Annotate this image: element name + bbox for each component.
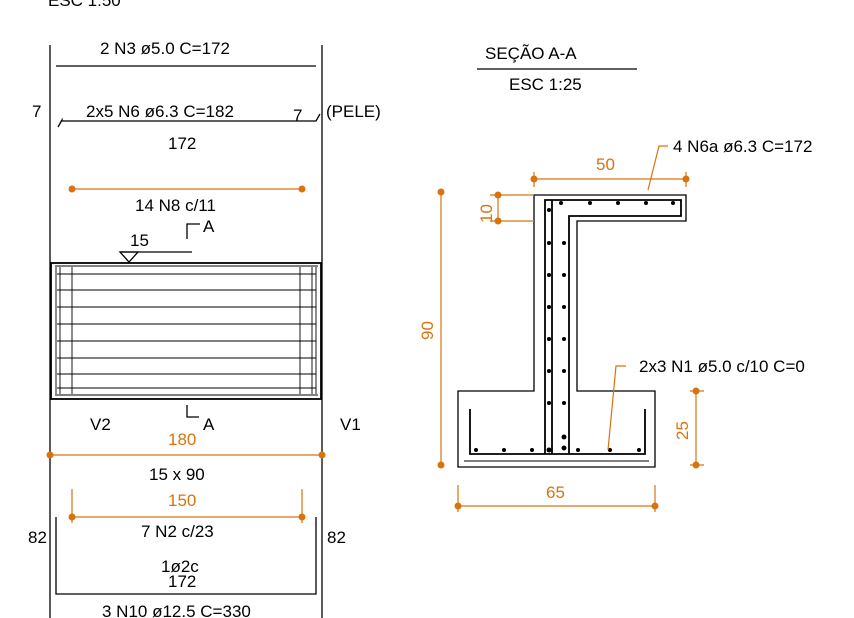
n1-label: 2x3 N1 ø5.0 c/10 C=0 (639, 357, 805, 376)
pele-tag: (PELE) (326, 102, 381, 121)
bar-dot (644, 201, 648, 205)
n6-length: 172 (168, 134, 196, 153)
cut-mark-top-label: A (203, 217, 215, 236)
heel-dimension-start (692, 387, 700, 395)
bar-dot (547, 273, 551, 277)
n6-right-hook: 7 (293, 106, 302, 125)
bar-dot (547, 305, 551, 309)
height-dimension-end (437, 461, 445, 469)
bar-dot (546, 447, 552, 453)
n6-left-hook: 7 (32, 102, 41, 121)
cut-mark-bottom-bracket (186, 405, 199, 418)
bar-dot (671, 201, 675, 205)
beam-size: 15 x 90 (149, 465, 205, 484)
bar-dot (559, 201, 563, 205)
base-width-end (651, 502, 659, 510)
bar-dot (576, 448, 580, 452)
bar-dot (547, 337, 551, 341)
cut-mark-bottom-label: A (203, 415, 215, 434)
section-bottom-bar (469, 409, 646, 455)
flange-thickness-value: 10 (477, 204, 496, 223)
level-value: 15 (130, 231, 149, 250)
n10-label: 3 N10 ø12.5 C=330 (102, 602, 251, 618)
section-outline (457, 194, 687, 468)
n2-note: 1ø2c (161, 557, 199, 576)
bar-dot (561, 434, 567, 440)
level-triangle-icon (118, 251, 140, 263)
n2-dimension-value: 150 (168, 491, 196, 510)
bar-dot (562, 401, 566, 405)
heel-dimension-end (692, 461, 700, 469)
n8-extent-start (68, 185, 76, 193)
n8-extent-end (298, 185, 306, 193)
bar-dot (588, 201, 592, 205)
bar-dot (562, 241, 566, 245)
bar-dot (530, 448, 534, 452)
bar-dot (616, 201, 620, 205)
elevation-scale-partial: ESC 1:50 (48, 0, 121, 10)
base-width-start (454, 502, 462, 510)
heel-height-value: 25 (673, 421, 692, 440)
flange-dimension-start (494, 191, 502, 199)
bar-dot (547, 369, 551, 373)
n2-right-leg: 82 (327, 528, 346, 547)
bar-dot (637, 448, 641, 452)
n3-label: 2 N3 ø5.0 C=172 (100, 39, 230, 58)
bar-dot (474, 448, 478, 452)
n2-label: 7 N2 c/23 (141, 522, 214, 541)
n2-dimension-end (298, 513, 306, 521)
bar-dot (562, 369, 566, 373)
base-width-value: 65 (546, 483, 565, 502)
n6-bar (57, 113, 321, 128)
n6a-label: 4 N6a ø6.3 C=172 (673, 137, 812, 156)
n1-leader (607, 365, 626, 451)
span-dimension-start (46, 451, 54, 459)
section-stirrup-n1 (544, 199, 682, 454)
n10-bar (55, 517, 317, 595)
bar-dot (562, 337, 566, 341)
section-title: SEÇÃO A-A (485, 44, 577, 63)
bar-dot (547, 241, 551, 245)
top-width-end (682, 175, 690, 183)
beam-outline (50, 262, 322, 400)
section-a-a: SEÇÃO A-A ESC 1:25 (418, 44, 812, 512)
height-value: 90 (418, 321, 437, 340)
n2-dimension-start (68, 513, 76, 521)
n8-label: 14 N8 c/11 (135, 196, 216, 215)
span-dimension-end (318, 451, 326, 459)
top-width-start (530, 175, 538, 183)
beam-elevation: ESC 1:50 2 N3 ø5.0 C=172 7 2x5 N6 ø6.3 C… (28, 0, 381, 618)
support-left-label: V2 (90, 415, 111, 434)
bar-dot (561, 445, 567, 451)
bar-dot (562, 305, 566, 309)
n2-length: 172 (168, 572, 196, 591)
section-scale: ESC 1:25 (509, 75, 582, 94)
n6a-leader (647, 145, 668, 191)
flange-dimension-end (494, 217, 502, 225)
cut-mark-top-bracket (186, 223, 200, 239)
n2-left-leg: 82 (28, 528, 47, 547)
bar-dot (502, 448, 506, 452)
bar-dot (547, 401, 551, 405)
span-dimension-value: 180 (168, 430, 196, 449)
top-width-value: 50 (596, 155, 615, 174)
n6-label: 2x5 N6 ø6.3 C=182 (86, 102, 234, 121)
height-dimension-start (437, 188, 445, 196)
bar-dot (562, 273, 566, 277)
bar-dot (547, 208, 551, 212)
section-bar-dots (474, 201, 675, 453)
support-right-label: V1 (340, 415, 361, 434)
bar-dot (608, 448, 612, 452)
